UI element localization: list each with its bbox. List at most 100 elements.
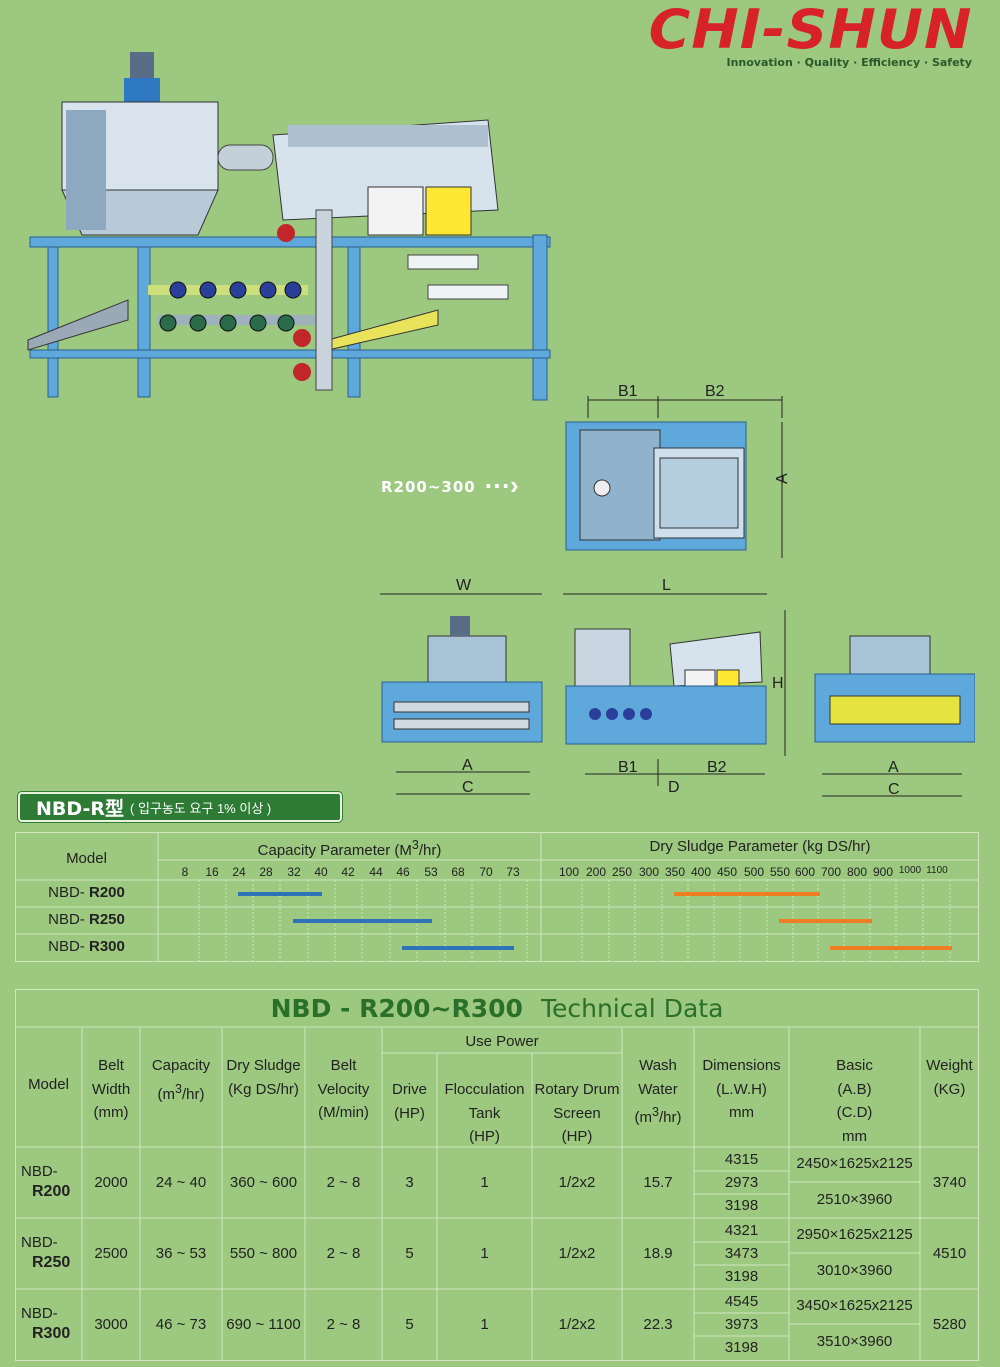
capacity-tick: 68 [451,865,465,879]
capacity-tick: 44 [369,865,383,879]
tech-cell-basic-ab: 2950×1625x2125 [796,1226,913,1243]
tech-cell-capacity: 46 ~ 73 [155,1316,207,1333]
elevation-views: W A C L B1 B2 D H A C [380,577,975,798]
capacity-range-bar [402,946,514,950]
label-h: H [772,675,784,692]
capacity-tick: 40 [314,865,328,879]
capacity-range-bar [293,919,432,923]
tech-cell-drive: 5 [405,1245,414,1262]
capacity-tick: 32 [287,865,301,879]
header-model: Model [28,1076,69,1093]
tech-cell-rotary: 1/2x2 [558,1245,596,1262]
tech-row-model: NBD-R200 [21,1163,71,1200]
tech-cell-basic-ab: 3450×1625x2125 [796,1297,913,1314]
label-w: W [456,577,472,594]
capacity-tick: 8 [181,865,189,879]
tech-row-model: NBD-R250 [21,1234,71,1271]
label-b2-side: B2 [707,759,727,776]
dry-sludge-tick: 350 [664,865,686,879]
dry-sludge-tick: 1100 [926,865,948,876]
tech-cell-dimension: 4321 [724,1222,759,1239]
machine-illustration [27,52,551,401]
r200-300-arrow-label: R200~300 [381,478,476,496]
tech-cell-basic-ab: 2450×1625x2125 [796,1155,913,1172]
tech-cell-velocity: 2 ~ 8 [326,1316,361,1333]
tech-title-text: Technical Data [540,994,724,1023]
dry-sludge-range-bar [779,919,872,923]
dry-sludge-tick: 400 [690,865,712,879]
section-tag-name: NBD-R型 [36,797,125,820]
tech-cell-dimension: 3198 [724,1197,759,1214]
capacity-chart-grid [15,832,979,962]
model-row-label: NBD- R300 [48,938,125,955]
tech-cell-drive: 5 [405,1316,414,1333]
model-header: Model [66,850,107,867]
tech-cell-velocity: 2 ~ 8 [326,1245,361,1262]
tech-cell-dimension: 4545 [724,1293,759,1310]
model-row-label: NBD- R200 [48,884,125,901]
capacity-tick: 53 [424,865,438,879]
tech-cell-dimension: 3973 [724,1316,759,1333]
tech-cell-dimension: 3198 [724,1339,759,1356]
tech-table-grid [15,989,979,1361]
tech-cell-drive: 3 [405,1174,414,1191]
label-b2: B2 [705,383,725,400]
dry-sludge-tick: 450 [716,865,738,879]
tech-cell-dry: 360 ~ 600 [229,1174,298,1191]
dotted-arrow-icon: ⋯› [484,470,519,500]
tech-cell-weight: 3740 [932,1174,967,1191]
tech-cell-floc: 1 [480,1174,489,1191]
header-use-power: Use Power [465,1033,539,1050]
top-view-diagram: B1 B2 A [565,383,791,558]
tech-cell-dimension: 4315 [724,1151,759,1168]
header-capacity: Capacity(m3/hr) [151,1057,211,1103]
brand-logo: CHI-SHUN Innovation · Quality · Efficien… [648,2,972,70]
tech-cell-weight: 5280 [932,1316,967,1333]
capacity-parameter-title: Capacity Parameter (M3/hr) [257,838,442,859]
label-a-top: A [774,473,791,484]
tech-cell-capacity: 36 ~ 53 [155,1245,207,1262]
dry-sludge-tick: 200 [585,865,607,879]
tech-cell-dimension: 3473 [724,1245,759,1262]
capacity-tick: 46 [396,865,410,879]
tech-cell-wash: 18.9 [643,1245,673,1262]
header-drive: Drive(HP) [391,1081,427,1122]
label-b1-side: B1 [618,759,638,776]
dry-sludge-tick: 900 [872,865,894,879]
tech-cell-wash: 15.7 [643,1174,673,1191]
label-b1: B1 [618,383,638,400]
tech-cell-dry: 550 ~ 800 [229,1245,298,1262]
capacity-tick: 28 [259,865,273,879]
logo-text: CHI-SHUN [648,0,972,61]
tech-cell-basic-cd: 3010×3960 [816,1262,893,1279]
tech-cell-capacity: 24 ~ 40 [155,1174,207,1191]
capacity-tick: 70 [479,865,493,879]
dry-sludge-tick: 500 [743,865,765,879]
dry-sludge-tick: 550 [769,865,791,879]
tech-cell-belt-width: 3000 [94,1316,128,1333]
capacity-tick: 73 [506,865,520,879]
dry-sludge-tick: 300 [638,865,660,879]
dry-sludge-tick: 1000 [898,865,922,876]
tech-cell-weight: 4510 [932,1245,967,1262]
model-row-label: NBD- R250 [48,911,125,928]
label-l: L [662,577,671,594]
capacity-range-bar [238,892,322,896]
header-basic: Basic(A.B)(C.D)mm [836,1057,873,1145]
tech-cell-rotary: 1/2x2 [558,1174,596,1191]
capacity-tick: 24 [232,865,246,879]
dry-sludge-tick: 600 [794,865,816,879]
label-c-1: C [462,779,474,796]
label-a-3: A [888,759,899,776]
dry-sludge-range-bar [830,946,952,950]
header-weight: Weight(KG) [926,1057,973,1098]
section-tag-note: ( 입구농도 요구 1% 이상 ) [130,800,272,816]
tech-cell-velocity: 2 ~ 8 [326,1174,361,1191]
header-dimensions: Dimensions(L.W.H)mm [702,1057,781,1121]
dry-sludge-parameter-title: Dry Sludge Parameter (kg DS/hr) [649,838,871,855]
